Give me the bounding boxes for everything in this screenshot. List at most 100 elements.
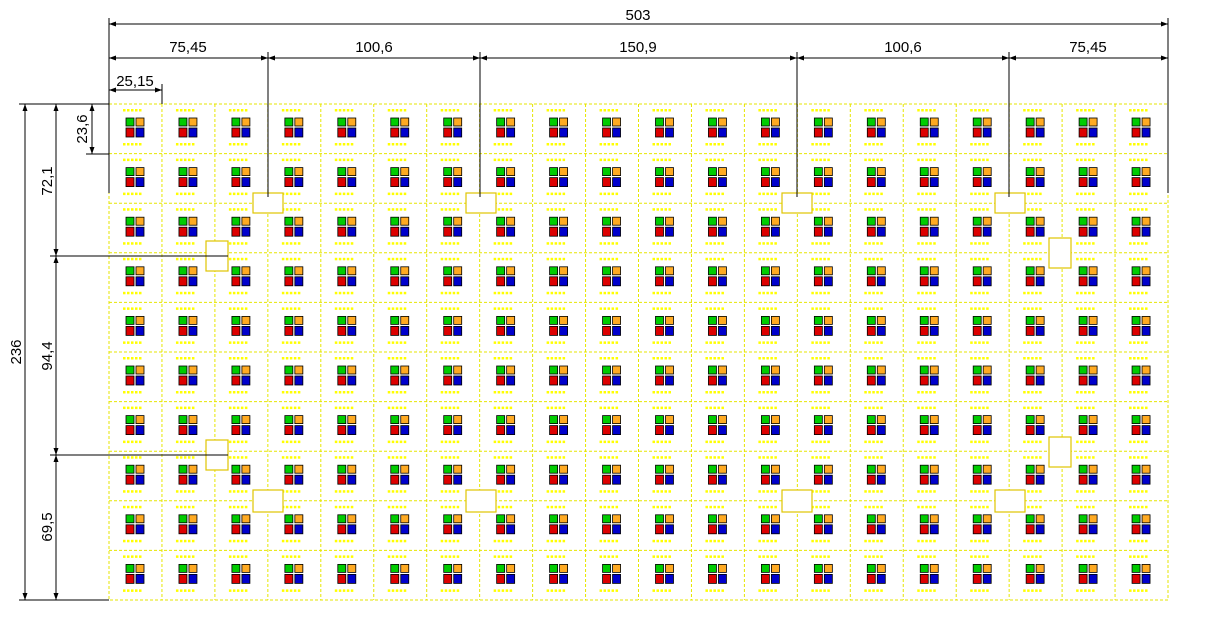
solder-pad (399, 539, 403, 543)
led-orange (771, 117, 780, 127)
led-orange (876, 117, 886, 127)
solder-pad (1084, 589, 1087, 592)
solder-pad (350, 490, 354, 493)
solder-pad (721, 242, 724, 245)
solder-pad (387, 555, 391, 558)
solder-pad (705, 257, 708, 261)
solder-pad (236, 490, 240, 493)
led-orange (665, 216, 674, 226)
solder-pad (656, 555, 659, 558)
solder-pad (1092, 143, 1095, 146)
led-blue (559, 524, 568, 535)
led-orange (1035, 564, 1045, 573)
led-green (866, 315, 876, 325)
led-green (443, 167, 453, 177)
solder-pad (228, 208, 232, 211)
led-green (125, 216, 135, 226)
solder-pad (228, 357, 232, 360)
solder-pad (986, 291, 989, 295)
solder-pad (815, 208, 818, 211)
solder-pad (505, 555, 509, 558)
solder-pad (1141, 505, 1144, 509)
solder-pad (240, 357, 244, 360)
solder-pad (872, 257, 875, 261)
solder-pad (558, 505, 562, 509)
solder-pad (236, 257, 240, 261)
led-blue (612, 425, 621, 436)
solder-pad (183, 406, 187, 410)
led-orange (188, 415, 198, 425)
led-orange (400, 464, 410, 474)
led-orange (506, 167, 516, 177)
solder-pad (970, 555, 973, 558)
led-orange (1088, 514, 1098, 524)
solder-pad (868, 291, 871, 295)
led-red (496, 325, 506, 336)
solder-pad (183, 456, 187, 459)
solder-pad (135, 109, 138, 112)
solder-pad (607, 391, 611, 394)
solder-pad (827, 456, 830, 459)
solder-pad (127, 143, 130, 146)
solder-pad (175, 257, 179, 261)
solder-pad (1076, 456, 1079, 459)
led-blue (823, 425, 833, 436)
led-red (549, 474, 558, 485)
led-blue (1088, 226, 1098, 237)
solder-pad (607, 291, 611, 295)
arrowhead (1161, 21, 1168, 27)
solder-pad (978, 456, 981, 459)
led-green (284, 514, 294, 524)
led-red (761, 524, 770, 535)
solder-pad (509, 539, 513, 543)
solder-pad (607, 555, 611, 558)
solder-pad (554, 539, 558, 543)
led-green (178, 315, 188, 325)
solder-pad (770, 307, 773, 310)
solder-pad (774, 158, 777, 162)
solder-pad (334, 406, 338, 410)
solder-pad (921, 490, 924, 493)
solder-pad (1137, 391, 1140, 394)
solder-pad (1084, 357, 1087, 360)
solder-pad (289, 291, 293, 295)
solder-pad (705, 357, 708, 360)
led-orange (823, 167, 833, 177)
led-orange (559, 365, 568, 375)
solder-pad (1133, 192, 1136, 196)
solder-pad (123, 589, 126, 592)
led-red (125, 177, 135, 188)
solder-pad (1080, 109, 1083, 112)
solder-pad (232, 589, 236, 592)
led-green (337, 464, 347, 474)
led-module (334, 555, 357, 592)
solder-pad (611, 341, 615, 344)
solder-pad (933, 539, 936, 543)
solder-pad (183, 341, 187, 344)
led-red (655, 127, 664, 138)
led-green (655, 315, 664, 325)
solder-pad (717, 391, 720, 394)
solder-pad (1084, 555, 1087, 558)
solder-pad (607, 539, 611, 543)
led-green (1078, 167, 1088, 177)
solder-pad (338, 143, 342, 146)
led-orange (1088, 315, 1098, 325)
solder-pad (558, 406, 562, 410)
solder-pad (986, 505, 989, 509)
solder-pad (403, 208, 407, 211)
solder-pad (240, 589, 244, 592)
solder-pad (1080, 143, 1083, 146)
solder-pad (244, 490, 248, 493)
led-green (125, 564, 135, 573)
solder-pad (1088, 490, 1091, 493)
led-blue (135, 375, 145, 386)
solder-pad (815, 505, 818, 509)
led-blue (929, 474, 939, 485)
solder-pad (562, 391, 566, 394)
solder-pad (872, 242, 875, 245)
solder-pad (664, 143, 667, 146)
solder-pad (615, 257, 619, 261)
solder-pad (562, 242, 566, 245)
solder-pad (550, 539, 554, 543)
